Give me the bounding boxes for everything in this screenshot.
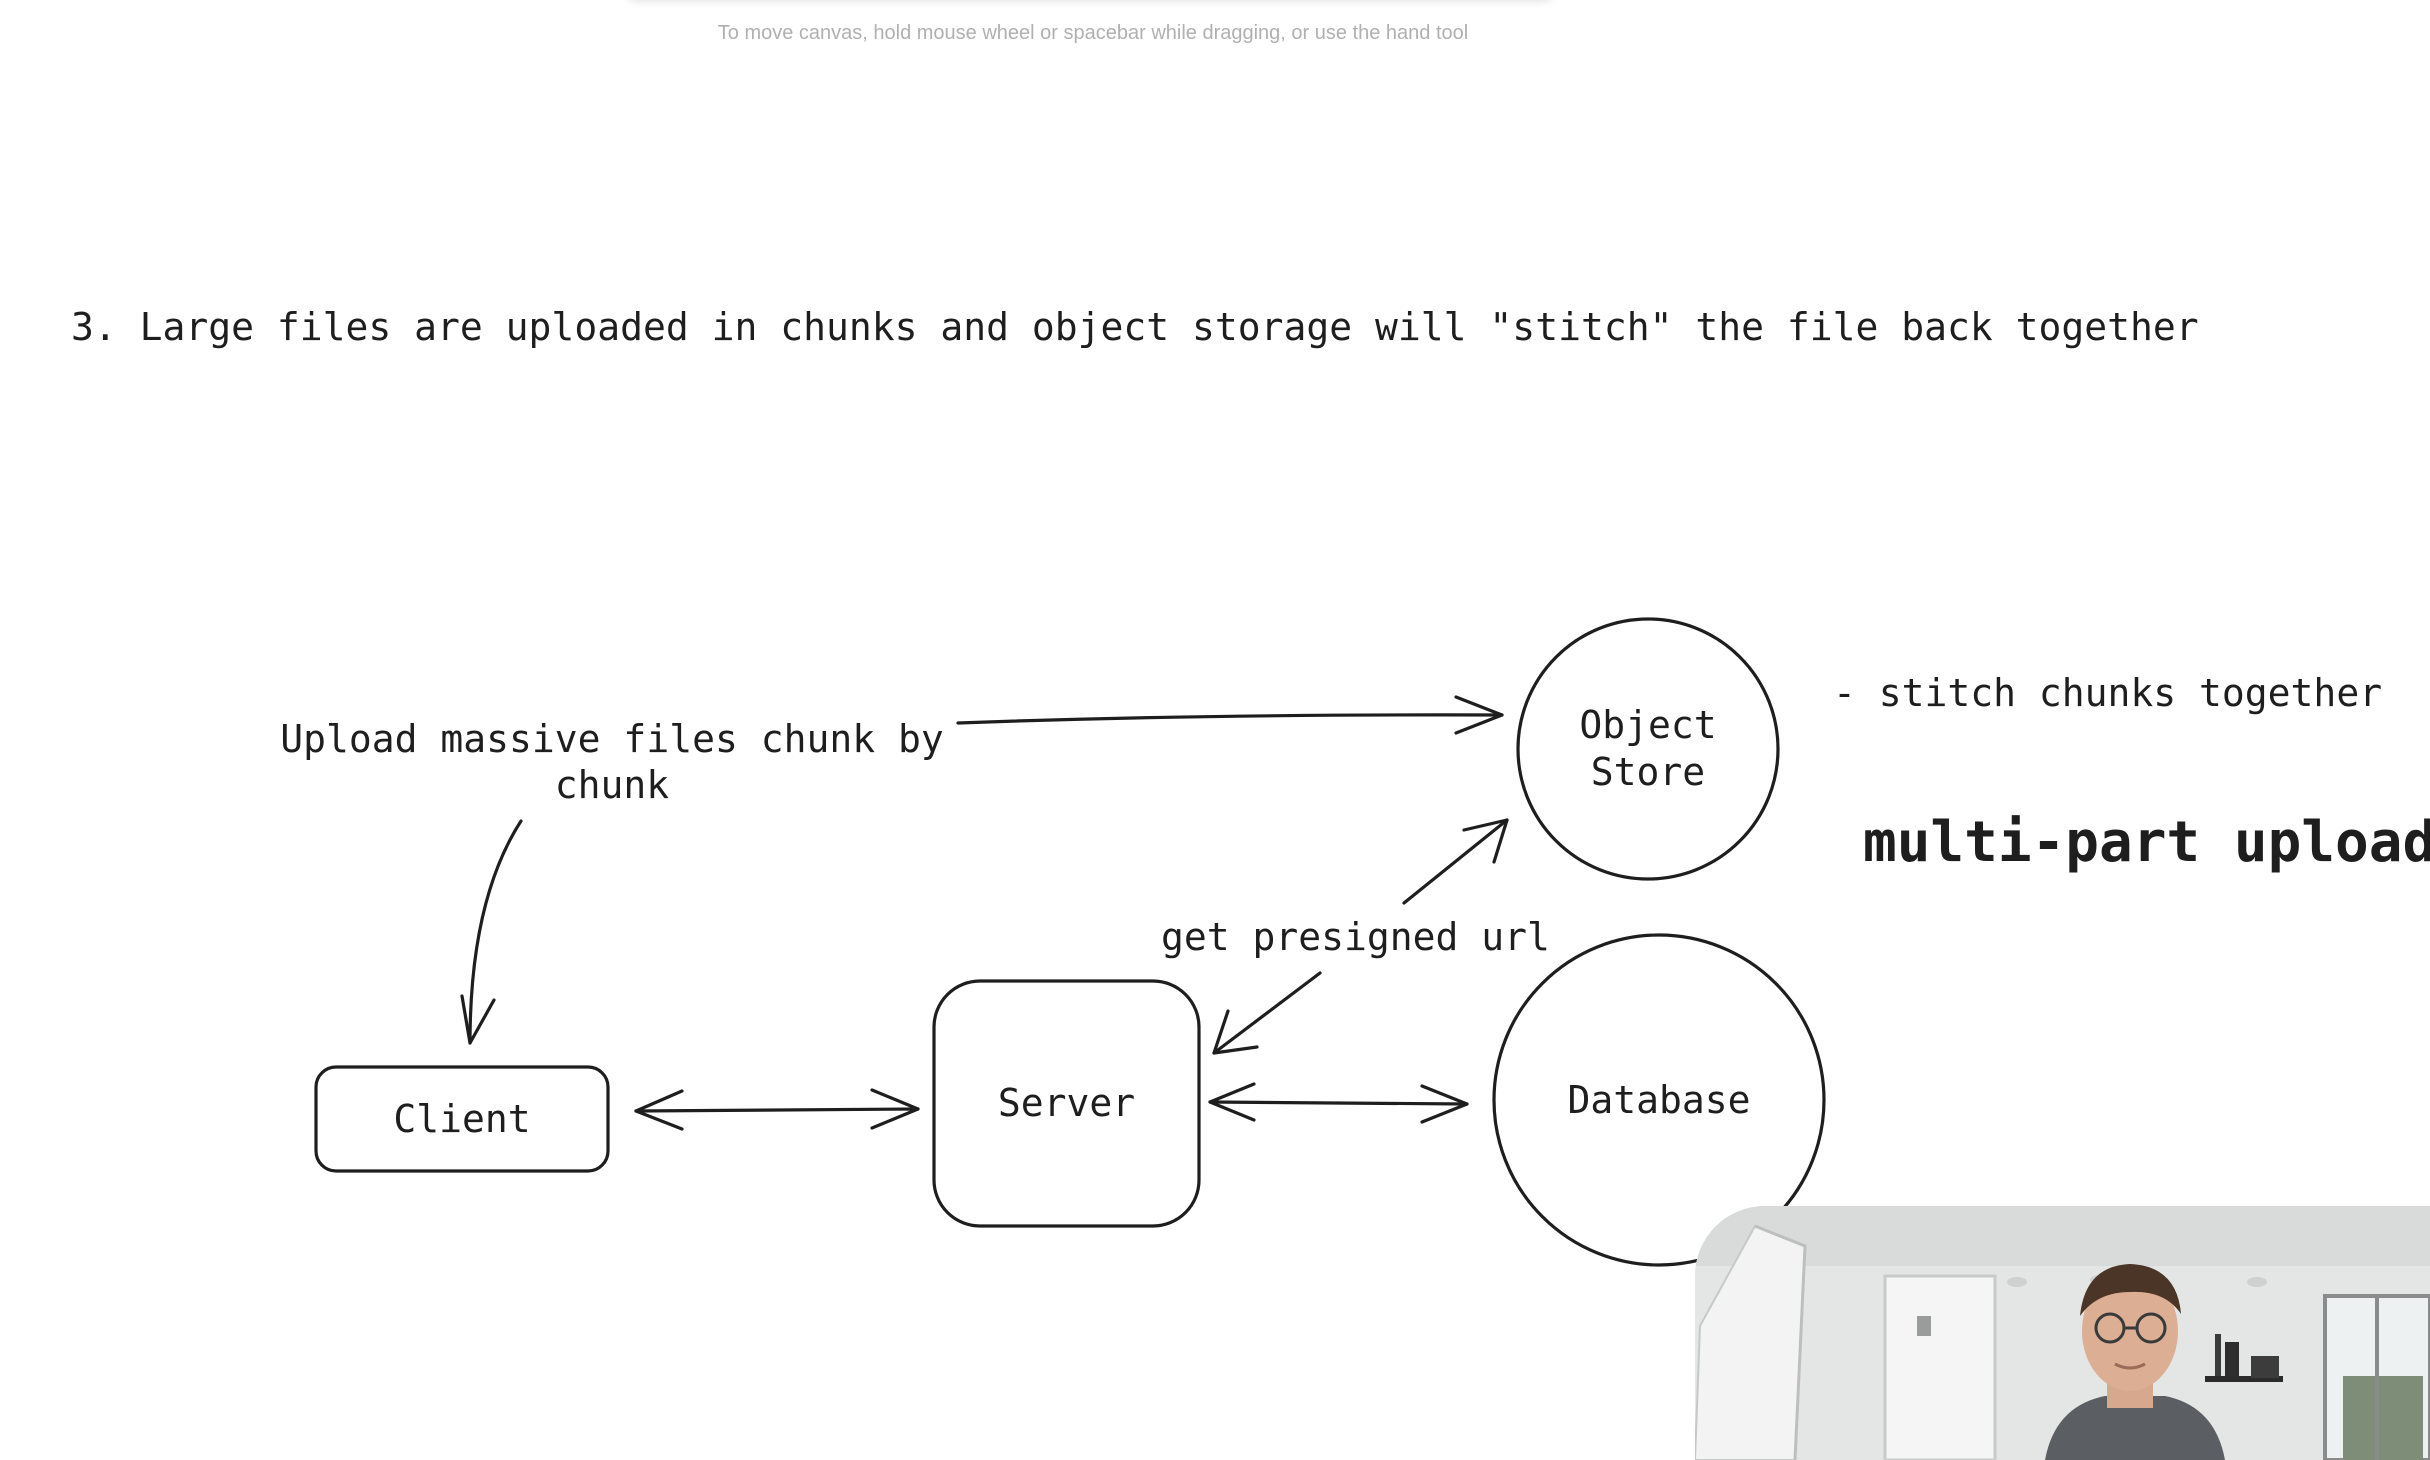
webcam-video-overlay [1695, 1206, 2430, 1460]
canvas-hint: To move canvas, hold mouse wheel or spac… [717, 22, 1469, 44]
upload-annotation: Upload massive files chunk by chunk [262, 716, 962, 808]
server-database-arrowhead-right [1420, 1084, 1469, 1124]
server-database-arrow[interactable] [1208, 1100, 1469, 1106]
presigned-arrow-upper[interactable] [1402, 818, 1509, 905]
upload-objectstore-arrowhead [1454, 695, 1504, 735]
webcam-scene [1695, 1206, 2430, 1460]
presigned-arrow-lower[interactable] [1212, 971, 1322, 1055]
presigned-arrowhead-bottom [1212, 1009, 1259, 1055]
upload-annotation-line2: chunk [554, 763, 670, 807]
client-server-arrow[interactable] [634, 1107, 920, 1113]
object-store-circle[interactable] [1516, 617, 1780, 881]
client-box[interactable] [314, 1065, 610, 1173]
upload-annotation-line1: Upload massive files chunk by [280, 717, 944, 761]
upload-objectstore-arrow[interactable] [956, 713, 1504, 725]
object-store-text-line2: Store [1590, 750, 1706, 794]
server-text: Server [997, 1081, 1136, 1125]
client-label: Client [316, 1067, 608, 1171]
upload-client-arrowhead [460, 994, 496, 1045]
object-store-text-line1: Object [1579, 703, 1717, 747]
client-server-arrowhead-right [870, 1088, 920, 1130]
upload-client-arrow[interactable] [468, 819, 523, 1045]
server-box[interactable] [932, 979, 1201, 1228]
slide-heading: 3. Large files are uploaded in chunks an… [71, 305, 2199, 349]
presigned-arrowhead-top [1462, 818, 1509, 864]
multipart-annotation: multi-part upload [1863, 810, 2430, 875]
database-text: Database [1567, 1077, 1751, 1122]
object-store-label: Object Store [1528, 700, 1768, 798]
database-label: Database [1494, 1060, 1824, 1140]
client-server-arrowhead-left [634, 1089, 684, 1131]
stitch-annotation: - stitch chunks together [1833, 671, 2383, 715]
server-database-arrowhead-left [1208, 1082, 1256, 1122]
client-text: Client [393, 1096, 531, 1141]
database-circle[interactable] [1492, 933, 1826, 1267]
presigned-annotation: get presigned url [1161, 915, 1550, 959]
server-label: Server [934, 981, 1199, 1226]
